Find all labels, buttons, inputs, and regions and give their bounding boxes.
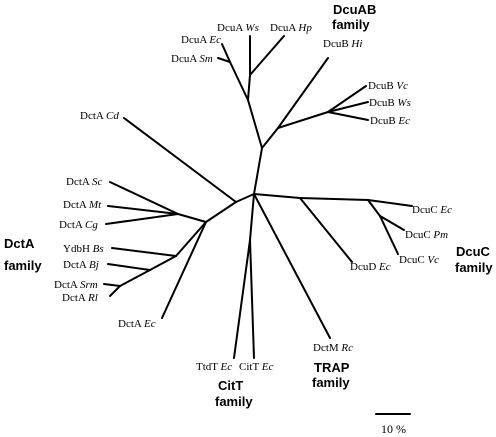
branch-dcua-hp	[249, 35, 285, 76]
leaf-dcud-ec: DcuD Ec	[350, 261, 391, 273]
family-label-dcuab: DcuAB	[333, 2, 376, 17]
branch-dcta-sc	[109, 181, 179, 215]
family-label-trap-word: family	[312, 375, 350, 390]
family-label-dcuc-word: family	[455, 260, 493, 275]
branch-dcta-srm	[103, 283, 121, 287]
leaf-dcua-ws: DcuA Ws	[217, 22, 259, 34]
branch-dcua-node-to-ec-sm-node	[229, 61, 249, 101]
leaf-dcta-rl: DctA Rl	[62, 292, 98, 304]
branch-dcub-ec	[327, 111, 369, 121]
leaf-labels: DcuA Ws DcuA Hp DcuA Ec DcuA Sm DcuB Hi …	[54, 22, 452, 373]
branch-dcuab-node-to-dcub-node	[261, 127, 279, 149]
branch-dcta-rl	[109, 285, 121, 297]
leaf-dcta-ec: DctA Ec	[118, 318, 156, 330]
leaf-dctm-rc: DctM Rc	[313, 342, 353, 354]
branch-dcub-hi	[277, 57, 329, 129]
branch-dcub-ws	[327, 101, 369, 113]
leaf-dcub-ec: DcuB Ec	[370, 115, 410, 127]
branch-dcuc-vc	[379, 215, 399, 255]
family-label-dcuab-word: family	[332, 17, 370, 32]
family-label-dcta-word: family	[4, 258, 42, 273]
leaf-dcub-hi: DcuB Hi	[323, 38, 362, 50]
branch-root-to-left-node	[235, 193, 255, 203]
branch-dcuab-node-to-dcua-node	[247, 99, 263, 149]
branch-dcta-ec	[161, 221, 207, 319]
branch-ttdt-ec	[233, 239, 251, 359]
leaf-dcuc-vc: DcuC Vc	[399, 254, 439, 266]
branch-dcub-node-inner	[277, 111, 329, 129]
family-label-citt-word: family	[215, 394, 253, 409]
branch-ydbh-bs	[111, 247, 177, 257]
leaf-dcua-hp: DcuA Hp	[270, 22, 312, 34]
family-label-trap: TRAP	[314, 360, 350, 375]
branch-dcub-vc	[327, 85, 367, 113]
leaf-dcta-cg: DctA Cg	[59, 219, 98, 231]
branch-dcud-ec	[299, 197, 353, 263]
branch-dcuc-node-inner	[299, 197, 369, 201]
branch-dcua-sm	[217, 57, 231, 63]
scale-bar-label: 10 %	[381, 422, 406, 436]
leaf-dcua-ec: DcuA Ec	[181, 34, 221, 46]
branch-root-to-dcuab-node	[253, 147, 263, 195]
branch-dcta-cd	[123, 117, 237, 203]
branch-left-node-to-dcta-node	[205, 201, 237, 223]
leaf-dcub-ws: DcuB Ws	[369, 97, 411, 109]
leaf-dcta-cd: DctA Cd	[80, 110, 119, 122]
branch-bj-node-to-srm-rl	[119, 269, 151, 287]
leaf-dcta-srm: DctA Srm	[54, 279, 98, 291]
branch-dcuc-pm	[379, 215, 405, 231]
branch-root-to-citt-node	[249, 193, 255, 241]
branch-dcta-bj	[107, 263, 151, 271]
branch-citt-ec	[249, 239, 255, 359]
branch-dcuc-inner-to-pm-vc	[367, 199, 381, 217]
leaf-dcua-sm: DcuA Sm	[171, 53, 213, 65]
leaf-dcuc-ec: DcuC Ec	[412, 204, 452, 216]
branch-dcta-cg	[105, 213, 179, 225]
leaf-ttdt-ec: TtdT Ec	[196, 361, 232, 373]
leaf-dcuc-pm: DcuC Pm	[405, 229, 448, 241]
scale-bar: 10 %	[375, 413, 411, 436]
leaf-dcub-vc: DcuB Vc	[368, 80, 408, 92]
family-label-dcta: DctA	[4, 236, 35, 251]
leaf-dcta-mt: DctA Mt	[63, 199, 102, 211]
leaf-ydbh-bs: YdbH Bs	[63, 243, 104, 255]
branch-dcua-node-to-ws-hp-node	[247, 74, 251, 101]
branch-dcua-ec	[221, 43, 231, 63]
family-label-dcuc: DcuC	[456, 244, 491, 259]
family-labels: DcuAB family DctA family DcuC family Cit…	[4, 2, 493, 409]
branch-dcta-mt	[107, 205, 179, 215]
leaf-citt-ec: CitT Ec	[239, 361, 273, 373]
family-label-citt: CitT	[218, 378, 243, 393]
leaf-dcta-sc: DctA Sc	[66, 176, 102, 188]
branch-dctm-rc	[253, 193, 331, 339]
branch-dcta-node-to-lower	[175, 221, 207, 257]
leaf-dcta-bj: DctA Bj	[63, 259, 99, 271]
branch-dcta-node-to-upper	[177, 213, 207, 223]
tree-branches	[103, 35, 413, 359]
branch-dcuc-ec	[367, 199, 413, 207]
branch-lower-to-bj-node	[149, 255, 177, 271]
branch-root-to-dcuc-node	[253, 193, 301, 199]
